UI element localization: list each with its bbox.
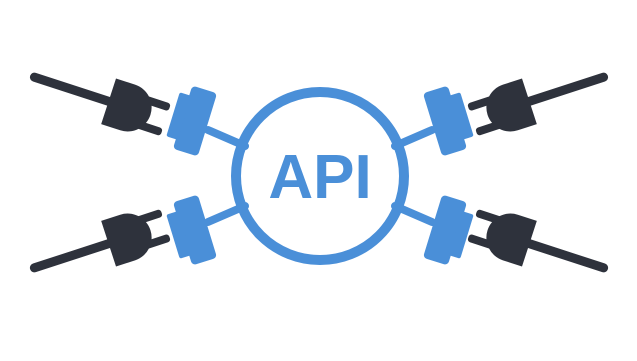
socket-connector-icon — [166, 86, 217, 156]
plugs — [29, 72, 609, 273]
socket-connector-icon — [423, 86, 474, 156]
arm-top-left — [204, 126, 249, 150]
arm-bottom-right — [391, 202, 436, 226]
socket-connector-icon — [423, 195, 474, 265]
electric-plug-icon — [29, 209, 171, 273]
electric-plug-icon — [467, 209, 609, 273]
api-hub: API — [231, 87, 409, 265]
electric-plug-icon — [467, 72, 609, 136]
connector-arms — [204, 126, 436, 226]
arm-top-right — [391, 126, 436, 150]
arm-bottom-left — [204, 202, 249, 226]
api-label: API — [268, 143, 371, 212]
electric-plug-icon — [29, 72, 171, 136]
socket-connector-icon — [166, 195, 217, 265]
api-hub-circle-icon — [231, 87, 409, 265]
sockets — [166, 86, 474, 265]
